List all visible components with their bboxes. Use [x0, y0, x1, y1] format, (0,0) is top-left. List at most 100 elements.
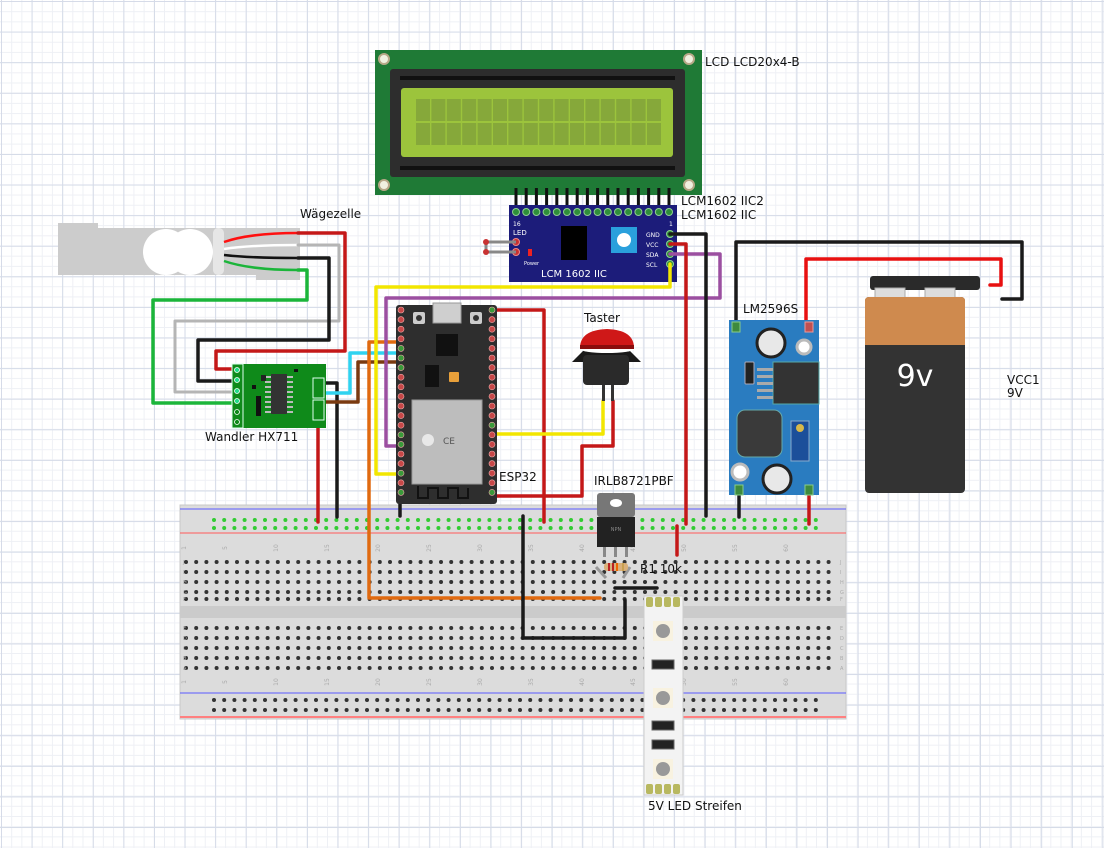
breadboard-hole[interactable] — [316, 560, 321, 564]
esp32-pin-left[interactable] — [397, 441, 405, 448]
rail-hole[interactable] — [701, 708, 706, 712]
breadboard-hole[interactable] — [459, 560, 464, 564]
breadboard-hole[interactable] — [510, 580, 515, 584]
esp32-pin-right[interactable] — [488, 469, 496, 477]
esp32-pin-right[interactable] — [488, 335, 496, 343]
breadboard-hole[interactable] — [184, 626, 188, 630]
rail-hole[interactable] — [579, 518, 584, 522]
breadboard-hole[interactable] — [224, 646, 229, 650]
rail-hole[interactable] — [487, 526, 492, 530]
breadboard-hole[interactable] — [275, 646, 280, 650]
esp32-pin-left[interactable] — [397, 364, 405, 371]
breadboard-hole[interactable] — [255, 656, 260, 660]
rail-hole[interactable] — [742, 698, 747, 702]
breadboard-hole[interactable] — [214, 666, 219, 670]
rail-hole[interactable] — [609, 698, 614, 702]
breadboard-hole[interactable] — [306, 656, 311, 660]
rail-hole[interactable] — [640, 518, 645, 522]
out-minus-pin[interactable] — [734, 484, 744, 496]
breadboard-hole[interactable] — [296, 597, 301, 601]
rail-hole[interactable] — [467, 526, 471, 530]
breadboard-hole[interactable] — [653, 570, 658, 574]
breadboard-hole[interactable] — [245, 597, 250, 601]
rail-hole[interactable] — [773, 518, 777, 522]
breadboard-hole[interactable] — [796, 590, 800, 594]
breadboard-hole[interactable] — [224, 597, 229, 601]
breadboard-hole[interactable] — [755, 590, 760, 594]
rail-hole[interactable] — [558, 518, 563, 522]
breadboard-hole[interactable] — [785, 636, 790, 640]
breadboard-hole[interactable] — [632, 597, 637, 601]
button-cap[interactable] — [580, 329, 634, 348]
breadboard-hole[interactable] — [592, 590, 596, 594]
breadboard-hole[interactable] — [826, 626, 831, 630]
rail-hole[interactable] — [303, 518, 308, 522]
rail-hole[interactable] — [507, 698, 512, 702]
wire-red[interactable] — [489, 399, 615, 498]
rail-hole[interactable] — [762, 698, 767, 702]
breadboard-hole[interactable] — [714, 560, 719, 564]
breadboard-hole[interactable] — [347, 656, 352, 660]
rail-hole[interactable] — [497, 518, 502, 522]
breadboard-hole[interactable] — [377, 646, 382, 650]
breadboard-hole[interactable] — [694, 560, 698, 564]
rail-hole[interactable] — [416, 698, 420, 702]
breadboard-hole[interactable] — [541, 626, 545, 630]
breadboard-hole[interactable] — [775, 646, 780, 650]
rail-hole[interactable] — [446, 518, 451, 522]
breadboard-hole[interactable] — [694, 646, 698, 650]
breadboard-hole[interactable] — [388, 646, 392, 650]
rail-hole[interactable] — [793, 518, 798, 522]
breadboard-hole[interactable] — [204, 580, 209, 584]
trimmer-screw[interactable] — [796, 424, 804, 432]
breadboard-hole[interactable] — [418, 570, 423, 574]
i2c-header-pin[interactable] — [573, 208, 582, 216]
breadboard-hole[interactable] — [204, 590, 209, 594]
wire-green[interactable] — [151, 268, 309, 405]
rail-hole[interactable] — [569, 526, 573, 530]
breadboard-hole[interactable] — [602, 597, 607, 601]
rail-hole[interactable] — [732, 526, 737, 530]
breadboard-hole[interactable] — [714, 590, 719, 594]
breadboard-hole[interactable] — [337, 597, 341, 601]
rail-hole[interactable] — [293, 526, 298, 530]
breadboard-hole[interactable] — [316, 570, 321, 574]
breadboard-hole[interactable] — [275, 597, 280, 601]
breadboard-hole[interactable] — [479, 590, 484, 594]
breadboard-hole[interactable] — [214, 560, 219, 564]
i2c-header-pin[interactable] — [542, 208, 551, 216]
breadboard-hole[interactable] — [245, 636, 250, 640]
breadboard-hole[interactable] — [724, 597, 729, 601]
breadboard-hole[interactable] — [194, 597, 199, 601]
breadboard-hole[interactable] — [724, 570, 729, 574]
breadboard-hole[interactable] — [326, 560, 331, 564]
breadboard-hole[interactable] — [398, 590, 403, 594]
breadboard-hole[interactable] — [785, 656, 790, 660]
breadboard-hole[interactable] — [296, 636, 301, 640]
rail-hole[interactable] — [732, 518, 737, 522]
rail-hole[interactable] — [671, 526, 675, 530]
rail-hole[interactable] — [691, 526, 696, 530]
rail-hole[interactable] — [334, 698, 339, 702]
breadboard-hole[interactable] — [479, 646, 484, 650]
hx711-pin[interactable] — [234, 409, 240, 415]
breadboard-hole[interactable] — [286, 560, 290, 564]
breadboard-hole[interactable] — [275, 666, 280, 670]
breadboard-hole[interactable] — [561, 656, 566, 660]
breadboard-hole[interactable] — [745, 560, 749, 564]
rail-hole[interactable] — [334, 518, 339, 522]
rail-hole[interactable] — [558, 708, 563, 712]
breadboard-hole[interactable] — [796, 666, 800, 670]
breadboard-hole[interactable] — [469, 590, 474, 594]
breadboard-hole[interactable] — [490, 626, 494, 630]
breadboard-hole[interactable] — [500, 656, 505, 660]
breadboard-hole[interactable] — [459, 656, 464, 660]
rail-hole[interactable] — [273, 526, 278, 530]
rail-hole[interactable] — [752, 698, 757, 702]
rail-hole[interactable] — [803, 708, 808, 712]
breadboard-hole[interactable] — [367, 646, 372, 650]
breadboard-hole[interactable] — [296, 580, 301, 584]
breadboard-hole[interactable] — [765, 626, 770, 630]
breadboard-hole[interactable] — [449, 590, 454, 594]
breadboard-hole[interactable] — [469, 560, 474, 564]
